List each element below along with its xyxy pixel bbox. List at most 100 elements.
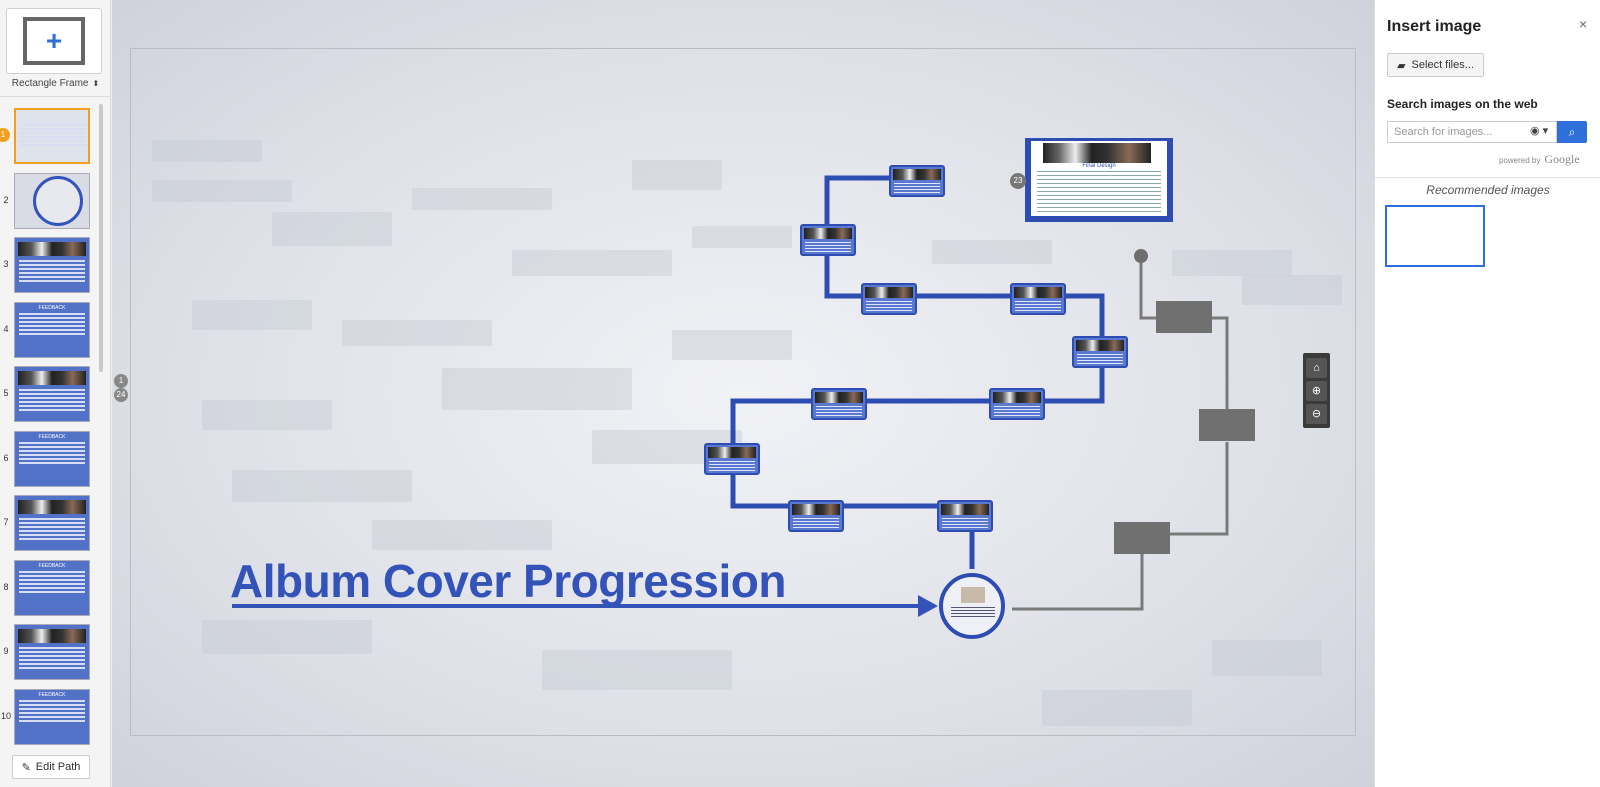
thumbnail-images xyxy=(18,500,86,514)
search-heading: Search images on the web xyxy=(1387,97,1538,111)
background-shape xyxy=(542,650,732,690)
slide-card[interactable] xyxy=(704,443,760,475)
thumbnail-text xyxy=(19,699,85,702)
path-marker-end[interactable]: 24 xyxy=(114,388,128,402)
path-marker-start[interactable]: 1 xyxy=(114,374,128,388)
circle-slide[interactable] xyxy=(939,573,1005,639)
thumbnail-text xyxy=(19,260,85,262)
background-shape xyxy=(272,212,392,246)
zoom-in-icon[interactable]: ⊕ xyxy=(1306,381,1327,401)
slide-card[interactable] xyxy=(788,500,844,532)
slide-thumbnail[interactable] xyxy=(14,237,90,293)
slide-thumbnail[interactable]: FEEDBACK xyxy=(14,430,90,487)
slide-card[interactable] xyxy=(861,283,917,315)
slide-text xyxy=(994,406,1040,407)
slide-text xyxy=(793,518,839,519)
background-shape xyxy=(202,400,332,430)
thumbnail-title: FEEDBACK xyxy=(38,304,66,311)
background-shape xyxy=(412,188,552,210)
thumbnail-images xyxy=(18,242,86,256)
thumbnail-circle xyxy=(33,175,83,226)
slide-text xyxy=(1077,354,1123,355)
sidebar-thumbnail-row[interactable]: 6 FEEDBACK xyxy=(0,430,96,491)
sidebar-divider xyxy=(0,96,111,97)
slide-thumbnail[interactable]: FEEDBACK xyxy=(14,688,90,745)
image-search-input[interactable] xyxy=(1388,122,1526,142)
background-shape xyxy=(1242,275,1342,305)
thumbnail-number: 7 xyxy=(3,517,9,527)
final-design-slide[interactable]: Final Design xyxy=(1025,138,1173,222)
thumbnail-number: 6 xyxy=(3,452,9,463)
path-lines xyxy=(232,175,1229,617)
pencil-icon: ✎ xyxy=(21,761,31,774)
active-slide-badge: 1 xyxy=(0,128,10,142)
background-shape xyxy=(512,250,672,276)
sidebar-scrollbar[interactable] xyxy=(99,104,103,372)
presentation-canvas[interactable]: Final Design 23 Album Cover Progression … xyxy=(112,0,1374,787)
frame-type-select[interactable]: Rectangle Frame⬍ xyxy=(0,78,111,89)
slide-card[interactable] xyxy=(800,224,856,256)
google-logo: Google xyxy=(1544,152,1580,166)
sidebar-thumbnail-row[interactable]: 9 xyxy=(0,624,96,684)
folder-icon: ▰ xyxy=(1397,59,1406,72)
slide-card[interactable] xyxy=(889,165,945,197)
background-shape xyxy=(192,300,312,330)
slide-thumbnail[interactable]: FEEDBACK xyxy=(14,301,90,358)
panel-divider xyxy=(1375,177,1600,178)
slide-card[interactable] xyxy=(1010,283,1066,315)
background-shape xyxy=(202,620,372,654)
presentation-title[interactable]: Album Cover Progression xyxy=(230,555,786,607)
thumbnail-overview xyxy=(20,124,86,126)
sidebar-thumbnail-row[interactable]: 5 xyxy=(0,366,96,426)
thumbnail-images xyxy=(18,371,86,385)
slide-thumbnail[interactable] xyxy=(14,366,90,422)
thumbnail-title: FEEDBACK xyxy=(38,433,66,440)
slide-thumbnail[interactable]: FEEDBACK xyxy=(14,559,90,616)
slide-card[interactable] xyxy=(989,388,1045,420)
close-icon[interactable]: × xyxy=(1579,16,1588,32)
slide-text xyxy=(894,183,940,184)
slide-images xyxy=(941,504,989,515)
slide-images xyxy=(708,447,756,458)
slide-text xyxy=(1015,301,1061,302)
slide-images xyxy=(815,392,863,403)
frame-type-label: Rectangle Frame xyxy=(11,78,89,89)
slide-card[interactable] xyxy=(811,388,867,420)
title-arrowhead xyxy=(918,595,938,617)
search-button[interactable]: ⌕ xyxy=(1557,121,1587,143)
sidebar-thumbnail-row[interactable]: 3 xyxy=(0,237,96,297)
sidebar-thumbnail-row[interactable]: 2 xyxy=(0,172,96,233)
select-files-button[interactable]: ▰ Select files... xyxy=(1387,53,1484,77)
slide-text xyxy=(805,242,851,243)
circle-slide-image xyxy=(961,587,985,603)
grey-box[interactable] xyxy=(1156,301,1212,333)
sidebar-thumbnail-row[interactable]: 7 xyxy=(0,495,96,555)
recommended-image-slot[interactable] xyxy=(1385,205,1485,267)
home-icon[interactable]: ⌂ xyxy=(1306,358,1327,378)
slide-thumbnail[interactable] xyxy=(14,624,90,680)
frame-outline[interactable] xyxy=(130,48,1356,736)
slide-thumbnail[interactable] xyxy=(14,172,90,229)
globe-dropdown-icon[interactable]: ◉ ▾ xyxy=(1530,125,1549,137)
background-shape xyxy=(442,368,632,410)
add-frame-button[interactable]: + xyxy=(6,8,102,74)
grey-box[interactable] xyxy=(1114,522,1170,554)
panel-title: Insert image xyxy=(1387,18,1482,35)
slide-card[interactable] xyxy=(1072,336,1128,368)
edit-path-button[interactable]: ✎ Edit Path xyxy=(12,755,90,779)
search-box: ◉ ▾ xyxy=(1387,121,1557,143)
grey-box[interactable] xyxy=(1199,409,1255,441)
select-files-label: Select files... xyxy=(1411,59,1474,71)
thumbnail-images xyxy=(18,629,86,643)
slide-thumbnail[interactable] xyxy=(14,108,90,164)
slide-card[interactable] xyxy=(937,500,993,532)
powered-by-label: powered by xyxy=(1499,156,1541,165)
thumbnail-number: 2 xyxy=(3,194,9,205)
step-number-badge[interactable]: 23 xyxy=(1010,173,1026,189)
sidebar-thumbnail-row[interactable]: 11 xyxy=(0,108,96,168)
slide-thumbnail[interactable] xyxy=(14,495,90,551)
zoom-out-icon[interactable]: ⊖ xyxy=(1306,404,1327,424)
